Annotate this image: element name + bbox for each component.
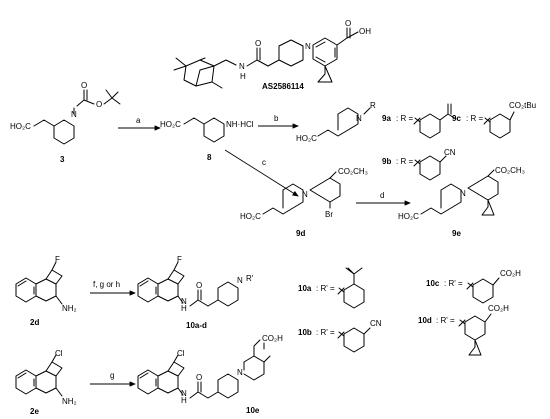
- atom-n: N: [237, 368, 243, 377]
- atom-o: O: [196, 281, 202, 290]
- compound-10e: Cl H N O N CO₂H 10e: [137, 334, 283, 415]
- label-10c: 10c: [426, 279, 440, 288]
- compound-label-10e: 10e: [246, 406, 260, 415]
- atom-cl: Cl: [177, 349, 185, 358]
- label-10b: 10b: [298, 328, 312, 337]
- r-prime-equals: : R' =: [316, 328, 335, 337]
- atom-o: O: [81, 81, 87, 90]
- compound-as2586114: N H O N O OH AS2586114: [173, 19, 371, 91]
- atom-ho2c: HO₂C: [160, 120, 181, 129]
- compound-9: HO₂C N R: [296, 101, 376, 143]
- atom-h: H: [240, 72, 246, 81]
- arrow-c: [224, 149, 299, 197]
- atom-o: O: [196, 373, 202, 382]
- label-9a: 9a: [382, 114, 391, 123]
- r-equals: : R =: [466, 114, 483, 123]
- atom-nh2: NH₂: [62, 304, 77, 313]
- substituent-co2h: CO₂H: [500, 269, 521, 278]
- reagent-a: a: [136, 116, 141, 125]
- atom-n: N: [71, 110, 77, 119]
- compound-8: HO₂C NH·HCl 8: [160, 117, 254, 162]
- compound-label-10a-d: 10a-d: [186, 321, 207, 330]
- substituent-co2h: CO₂H: [262, 334, 283, 343]
- atom-n: N: [460, 189, 466, 198]
- atom-n: N: [302, 190, 308, 199]
- compound-3: HO₂C N O O 3: [10, 81, 121, 164]
- compound-10a-d: F H N O N R' 10a-d: [137, 255, 254, 330]
- atom-n: N: [239, 62, 245, 71]
- atom-r: R: [370, 101, 376, 110]
- label-9c: 9c: [452, 114, 461, 123]
- substituent-co2ch3: CO₂CH₃: [495, 166, 525, 175]
- compound-2e: Cl NH₂ 2e: [15, 349, 77, 416]
- atom-r-prime: R': [246, 274, 254, 283]
- compound-label-8: 8: [207, 153, 212, 162]
- atom-n: N: [237, 276, 243, 285]
- atom-nh-hcl: NH·HCl: [226, 120, 254, 129]
- substituent-cn: CN: [444, 148, 456, 157]
- r-equals: : R =: [396, 114, 413, 123]
- atom-ho2c: HO₂C: [240, 212, 261, 221]
- substituent-co2tbu: CO₂tBu: [509, 101, 536, 110]
- atom-nh2: NH₂: [62, 397, 77, 406]
- r-group-10b: 10b : R' = CN: [298, 319, 382, 353]
- compound-9e: HO₂C N CO₂CH₃ 9e: [398, 166, 525, 238]
- r-equals: : R =: [396, 157, 413, 166]
- label-9b: 9b: [382, 157, 391, 166]
- r-group-10a: 10a : R' =: [298, 267, 365, 309]
- substituent-cn: CN: [370, 319, 382, 328]
- compound-label-2e: 2e: [30, 407, 39, 416]
- atom-br: Br: [325, 210, 333, 219]
- label-10a: 10a: [298, 284, 312, 293]
- compound-label-9d: 9d: [296, 229, 305, 238]
- substituent-co2h: CO₂H: [488, 304, 509, 313]
- atom-n: H: [181, 396, 187, 405]
- reagent-b: b: [274, 114, 279, 123]
- label-10d: 10d: [418, 316, 432, 325]
- atom-o: O: [345, 19, 351, 28]
- atom-oh: OH: [359, 27, 371, 36]
- reagent-g: g: [110, 371, 114, 380]
- r-group-9b: 9b : R = CN: [382, 148, 456, 181]
- atom-n: N: [305, 42, 311, 51]
- r-group-9c: 9c : R = CO₂tBu: [452, 101, 536, 139]
- atom-h: N: [181, 389, 187, 398]
- compound-label-as2586114: AS2586114: [262, 82, 304, 91]
- r-group-10d: 10d : R' = CO₂H: [418, 304, 509, 356]
- atom-f: F: [55, 255, 60, 264]
- atom-ho2c: HO₂C: [296, 134, 317, 143]
- atom-ho2c: HO₂C: [10, 122, 31, 131]
- reagent-fgh: f, g or h: [93, 280, 120, 289]
- substituent-co2ch3: CO₂CH₃: [338, 167, 368, 176]
- compound-9d: HO₂C N Br CO₂CH₃ 9d: [240, 167, 368, 238]
- atom-cl: Cl: [55, 349, 63, 358]
- r-prime-equals: : R' =: [316, 284, 335, 293]
- r-group-10c: 10c : R' = CO₂H: [426, 269, 521, 304]
- compound-label-9e: 9e: [452, 229, 461, 238]
- reagent-c: c: [262, 158, 266, 167]
- atom-h: N: [181, 297, 187, 306]
- atom-ho2c: HO₂C: [398, 212, 419, 221]
- r-prime-equals: : R' =: [444, 279, 463, 288]
- reagent-d: d: [380, 191, 384, 200]
- atom-f: F: [177, 255, 182, 264]
- atom-o: O: [255, 39, 261, 48]
- compound-label-3: 3: [60, 155, 65, 164]
- compound-2d: F NH₂ 2d: [15, 255, 77, 327]
- r-group-9a: 9a : R =: [382, 103, 457, 139]
- atom-o: O: [96, 100, 102, 109]
- compound-label-2d: 2d: [30, 318, 39, 327]
- r-prime-equals: : R' =: [436, 316, 455, 325]
- atom-n: H: [181, 304, 187, 313]
- atom-n: N: [356, 114, 362, 123]
